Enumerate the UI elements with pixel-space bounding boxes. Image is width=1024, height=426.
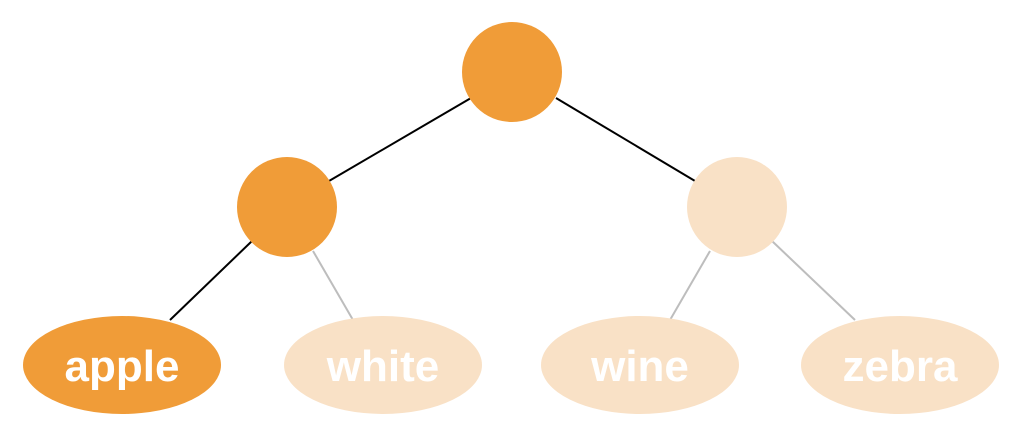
edge-root-right — [555, 97, 696, 182]
leaf-label: white — [326, 342, 439, 391]
leaf-node-shape — [23, 316, 221, 414]
edge-left-apple — [169, 240, 253, 321]
leaf-node-zebra: zebra — [801, 316, 999, 414]
edge-right-zebra — [771, 240, 856, 321]
tree-node-root — [462, 22, 562, 122]
leaf-node-shape — [541, 316, 739, 414]
leaf-node-apple: apple — [23, 316, 221, 414]
leaf-node-white: white — [284, 316, 482, 414]
tree-node-right — [687, 157, 787, 257]
leaf-label: zebra — [843, 342, 958, 391]
leaf-label: apple — [65, 342, 180, 391]
edge-right-wine — [669, 250, 711, 321]
edge-root-left — [328, 97, 472, 182]
tree-node-left — [237, 157, 337, 257]
leaf-node-shape — [284, 316, 482, 414]
leaf-label: wine — [590, 342, 689, 391]
edge-left-white — [312, 250, 354, 321]
leaf-node-wine: wine — [541, 316, 739, 414]
leaf-node-shape — [801, 316, 999, 414]
